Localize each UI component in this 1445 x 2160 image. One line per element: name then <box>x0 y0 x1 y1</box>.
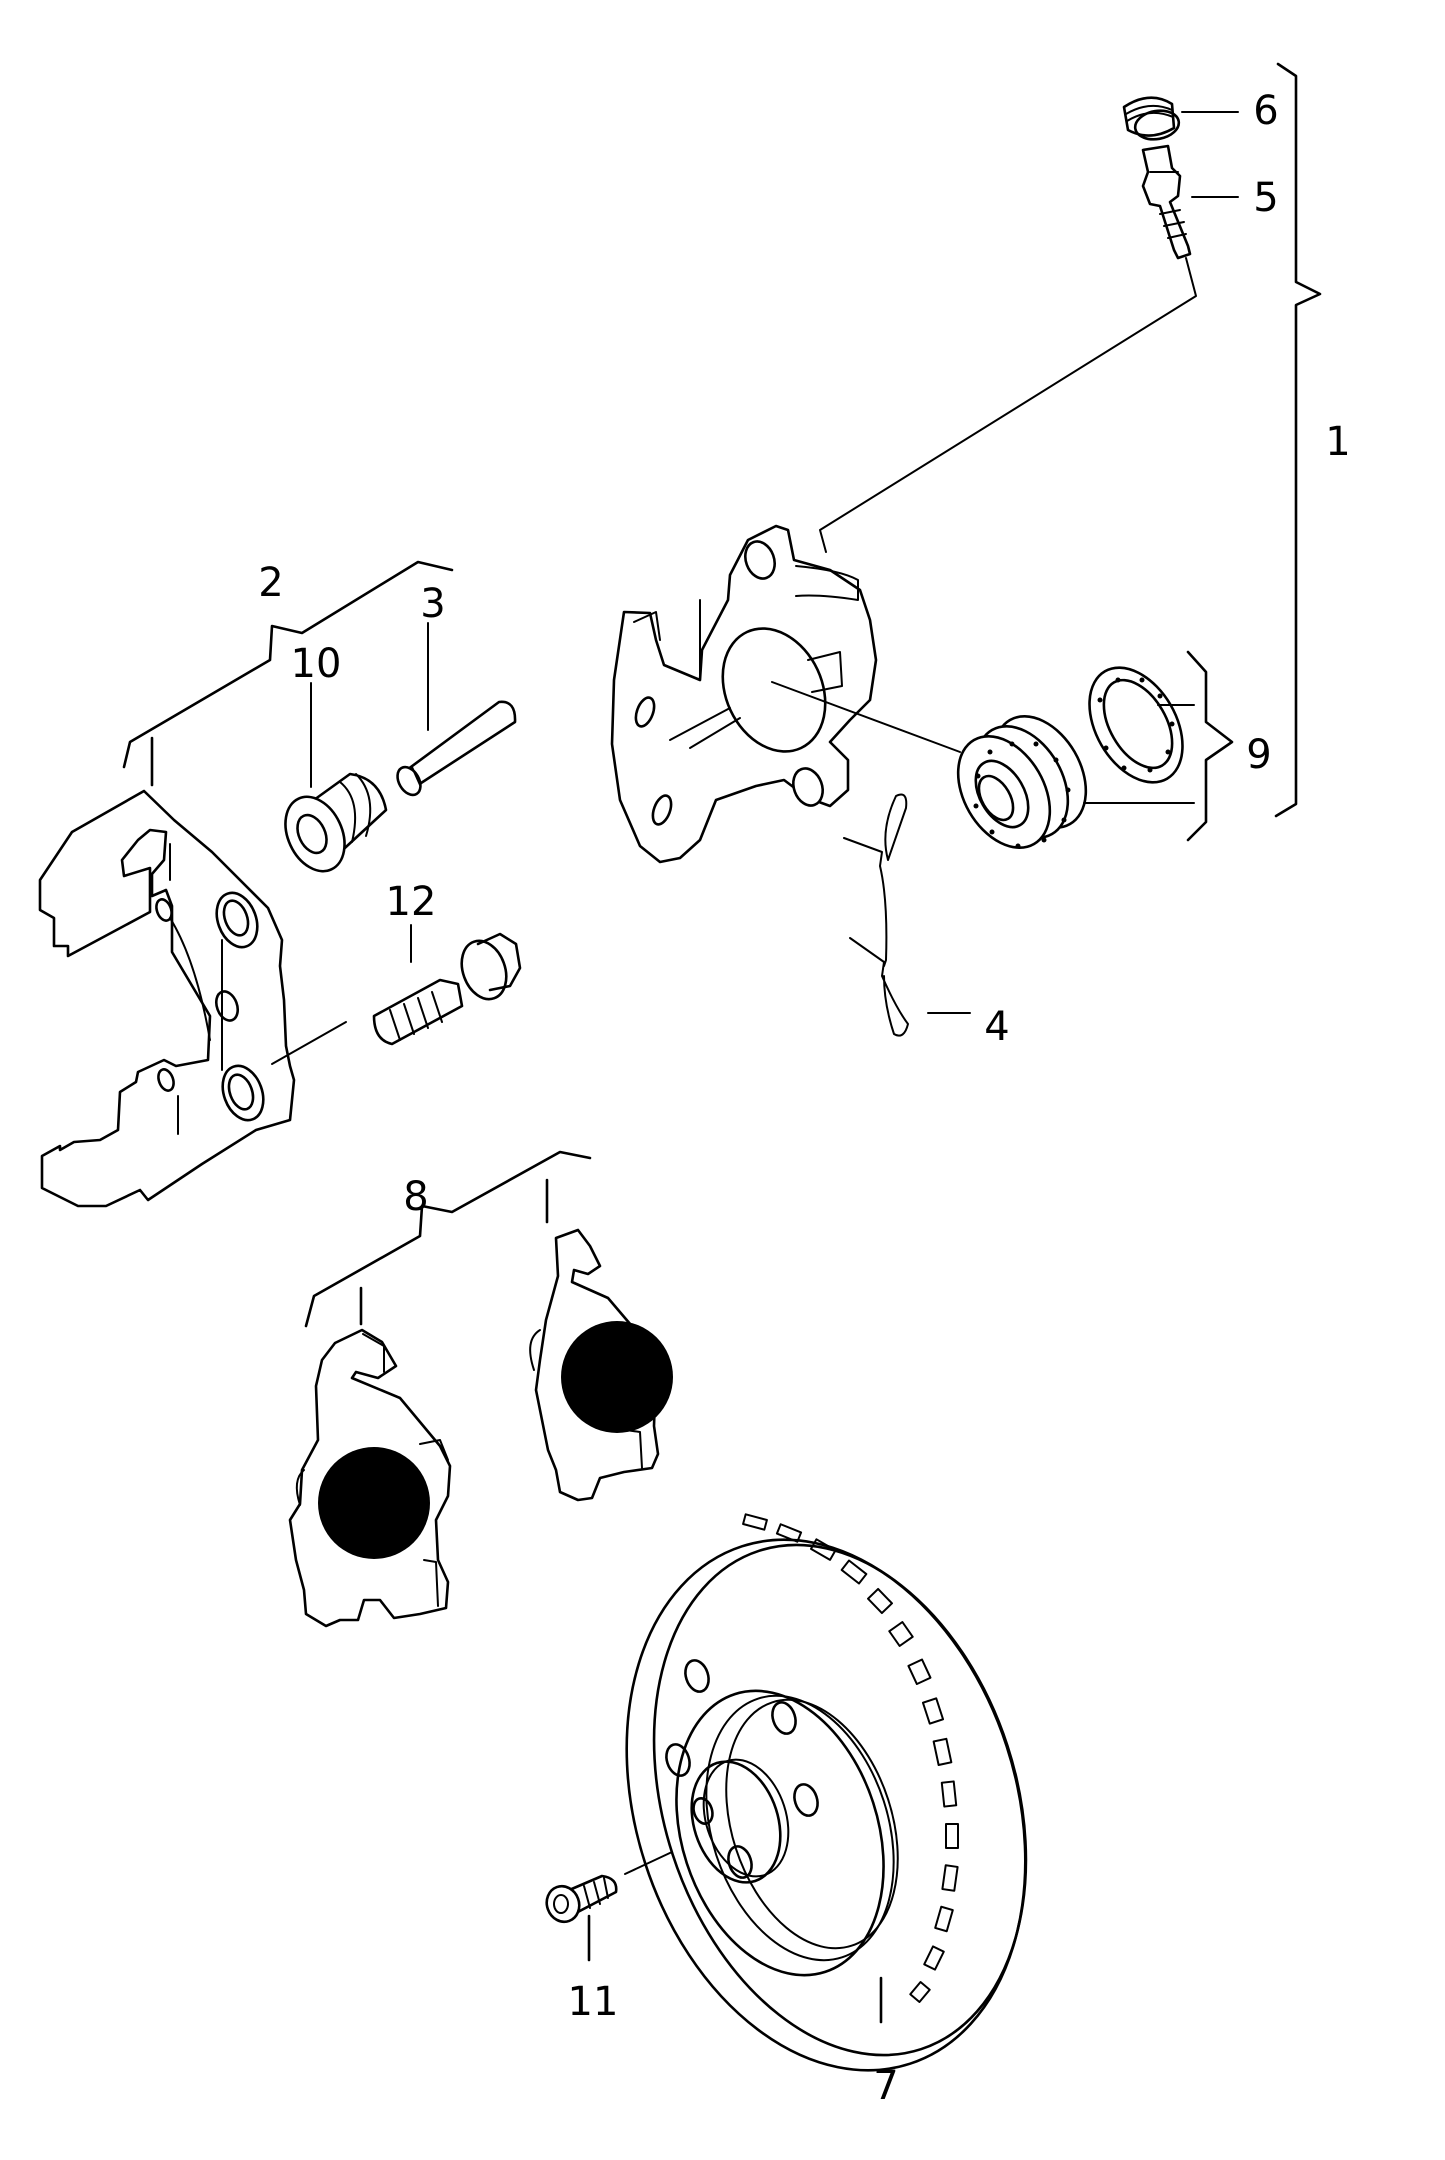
bracket-group-8 <box>304 1150 592 1328</box>
brake-pad-left-icon <box>288 1328 452 1628</box>
callout-5: 5 <box>1253 175 1279 221</box>
guide-bushing-icon <box>284 682 388 873</box>
brake-disc-icon <box>625 1513 1028 2072</box>
caliper-carrier-icon <box>38 789 296 1208</box>
carrier-bolt-icon <box>271 924 522 1065</box>
callout-6: 6 <box>1253 88 1279 134</box>
bracket-group-1 <box>1274 62 1322 818</box>
bleeder-valve-icon <box>819 144 1239 553</box>
brake-pad-right-icon <box>529 1228 673 1502</box>
brake-caliper-housing-icon <box>610 524 961 864</box>
callout-4: 4 <box>984 1004 1010 1050</box>
callout-8: 8 <box>403 1174 429 1220</box>
bracket-group-2 <box>122 560 454 787</box>
callout-7: 7 <box>873 2063 899 2109</box>
disc-screw-icon <box>545 1851 673 1962</box>
callout-9: 9 <box>1246 732 1272 778</box>
dust-cap-icon <box>1122 96 1239 141</box>
callout-10: 10 <box>290 641 342 687</box>
callout-1: 1 <box>1325 419 1351 465</box>
piston-seal-kit-icon <box>956 650 1234 849</box>
callout-12: 12 <box>385 879 437 925</box>
callout-3: 3 <box>420 581 446 627</box>
guide-pin-icon <box>396 622 517 797</box>
retaining-spring-icon <box>843 793 971 1037</box>
callout-11: 11 <box>567 1979 619 2025</box>
callout-2: 2 <box>258 560 284 606</box>
disc-vent-slots <box>742 1513 959 2003</box>
